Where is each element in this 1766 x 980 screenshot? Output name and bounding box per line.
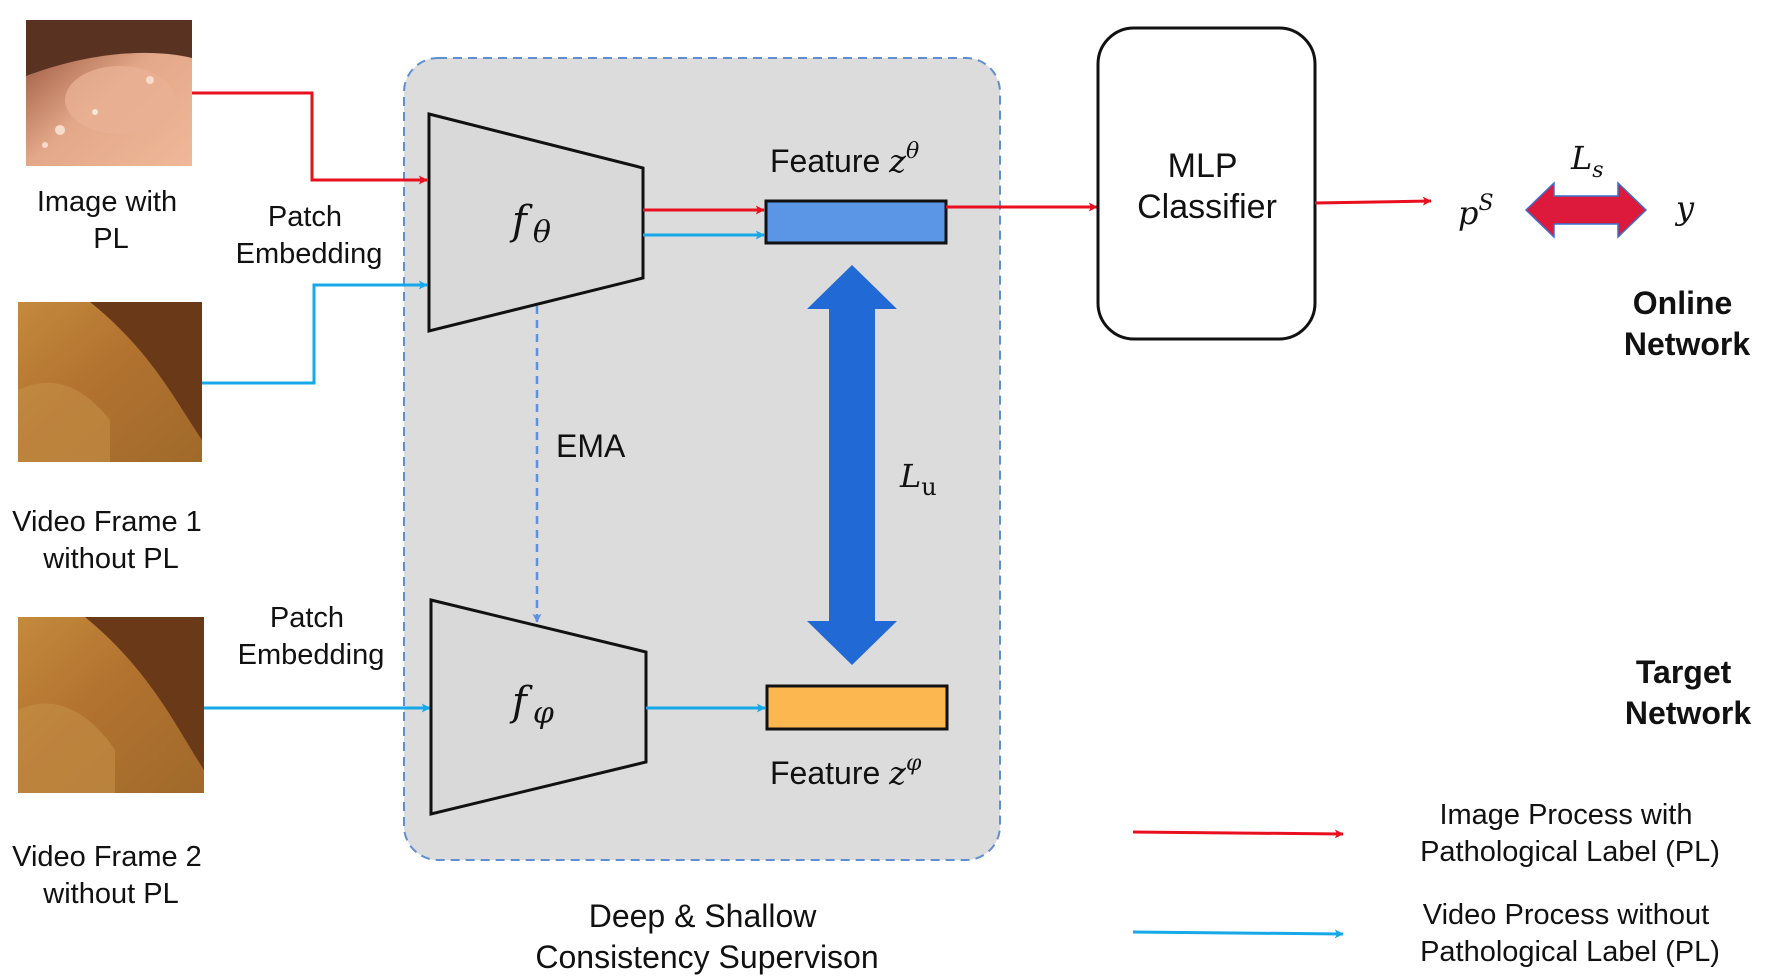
- lu-label: Lu: [899, 457, 937, 501]
- red-input-arrow: [192, 91, 428, 185]
- image-with-pl-thumbnail: [26, 20, 192, 166]
- image-with-pl-label: Image with PL: [37, 186, 185, 255]
- online-encoder: [427, 112, 645, 333]
- target-feature-label: Feature zφ: [770, 751, 922, 792]
- target-feature-bar: [765, 684, 949, 731]
- supervision-caption: Deep & Shallow Consistency Supervison: [535, 898, 878, 975]
- legend-red-label: Image Process with Pathological Label (P…: [1420, 799, 1720, 868]
- video-frame-1-label: Video Frame 1 without PL: [12, 506, 210, 575]
- patch-embedding-label-target: Patch Embedding: [238, 602, 385, 671]
- lu-double-arrow: [807, 265, 897, 665]
- online-feature-label: Feature zθ: [770, 139, 919, 180]
- prediction-ps: pS: [1458, 191, 1494, 232]
- mlp-to-prediction-arrow: [1314, 196, 1432, 206]
- video-frame-1-thumbnail: [18, 302, 202, 462]
- blue-input-arrow-frame1: [202, 280, 428, 385]
- patch-embedding-label-online: Patch Embedding: [236, 201, 383, 270]
- legend-red-arrow: [1132, 829, 1344, 839]
- legend-blue-arrow: [1132, 929, 1344, 939]
- online-network-label: Online Network: [1624, 285, 1750, 362]
- ls-double-arrow: [1524, 181, 1648, 239]
- online-feature-bar: [764, 199, 948, 245]
- legend-blue-label: Video Process without Pathological Label…: [1420, 899, 1720, 968]
- ema-label: EMA: [556, 428, 626, 464]
- video-frame-2-thumbnail: [18, 617, 204, 793]
- mlp-classifier-label: MLP Classifier: [1137, 147, 1277, 226]
- label-y: y: [1674, 189, 1695, 227]
- ls-label: Ls: [1570, 139, 1604, 183]
- target-encoder: [429, 598, 648, 816]
- target-network-label: Target Network: [1625, 654, 1751, 731]
- mlp-classifier-box: [1096, 26, 1317, 341]
- video-frame-2-label: Video Frame 2 without PL: [12, 841, 210, 910]
